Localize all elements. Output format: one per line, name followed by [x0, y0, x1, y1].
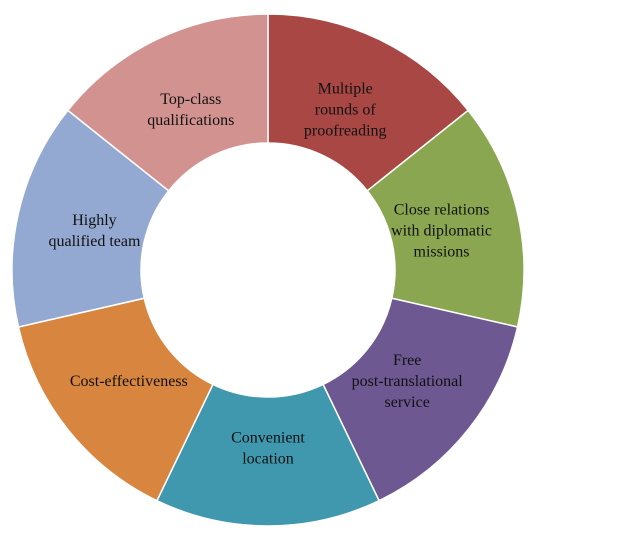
slice-label-line: Highly [72, 212, 116, 229]
slice-label-line: Multiple [318, 81, 373, 98]
slice-label-line: post-translational [352, 373, 464, 390]
slice-free-post-translational-service [322, 297, 519, 502]
slice-label-multiple-rounds-of-proofreading: Multiple rounds of proofreading [304, 81, 387, 140]
slice-label-line: rounds of [315, 102, 377, 119]
slice-label-convenient-location: Convenient location [231, 430, 305, 468]
donut-slices [11, 13, 525, 527]
slice-close-relations-with-diplomatic-missions [366, 109, 525, 328]
slice-label-line: Convenient [231, 430, 305, 447]
slice-label-line: Cost-effectiveness [70, 373, 188, 390]
slice-cost-effectiveness [17, 297, 214, 502]
slice-label-line: qualified team [48, 233, 141, 250]
slice-label-highly-qualified-team: Highly qualified team [48, 212, 141, 250]
slice-label-top-class-qualifications: Top-class qualifications [147, 91, 234, 129]
slice-label-line: qualifications [147, 112, 234, 129]
slice-highly-qualified-team [11, 109, 170, 328]
slice-label-free-post-translational-service: Free post-translational service [352, 352, 464, 411]
slice-label-line: Top-class [160, 91, 221, 108]
slice-multiple-rounds-of-proofreading [267, 13, 470, 192]
slice-label-line: location [242, 451, 294, 468]
slice-label-cost-effectiveness: Cost-effectiveness [70, 373, 188, 390]
slice-label-line: missions [414, 243, 470, 260]
slice-label-line: service [385, 394, 430, 411]
slice-top-class-qualifications [66, 13, 269, 192]
slice-label-line: Free [393, 352, 421, 369]
slice-label-line: proofreading [304, 123, 387, 140]
slice-label-line: Close relations [394, 201, 490, 218]
slice-label-line: with diplomatic [391, 222, 492, 239]
slice-convenient-location [155, 383, 381, 527]
slice-label-close-relations-with-diplomatic-missions: Close relations with diplomatic missions [391, 201, 492, 260]
